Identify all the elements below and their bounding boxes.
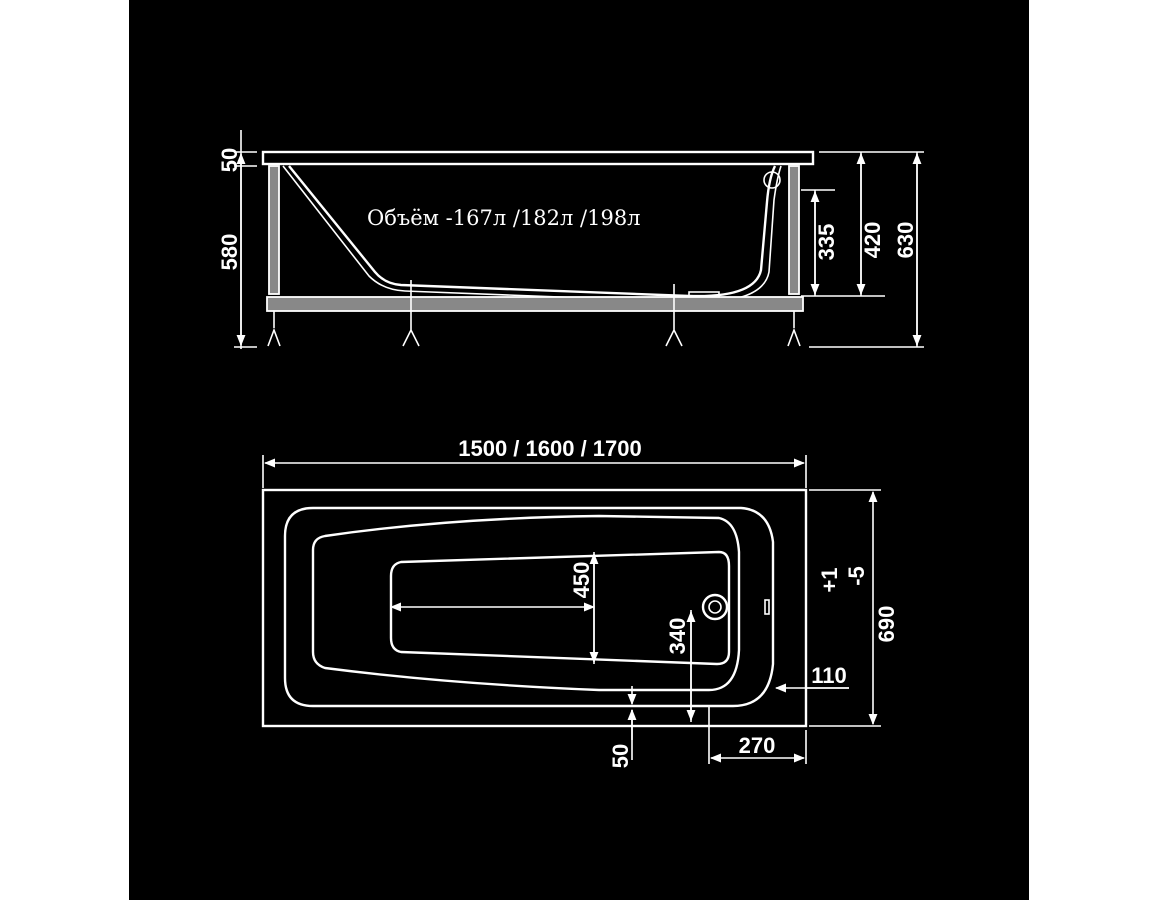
dim-width-tol-minus: -5	[844, 566, 869, 586]
drawing-panel: Объём -167л /182л /198л 50 580 335 420 6…	[129, 0, 1029, 900]
dim-drain-340: 340	[665, 618, 690, 655]
dim-rim-50: 50	[217, 148, 242, 172]
frame-leg-left	[268, 165, 280, 295]
top-view: 1500 / 1600 / 1700 690 +1 -5 450 340 110…	[261, 436, 899, 768]
dim-overflow-335: 335	[814, 224, 839, 261]
top-rim-outline	[261, 488, 808, 728]
top-bowl-outline	[311, 514, 741, 692]
dim-width-690: 690	[874, 606, 899, 643]
dim-bottom-420: 420	[860, 222, 885, 259]
top-bottom-area	[389, 550, 731, 666]
dim-drain-edge-110: 110	[811, 663, 847, 688]
dim-bottom-gap-50: 50	[608, 744, 633, 768]
dim-length: 1500 / 1600 / 1700	[458, 436, 642, 461]
dim-drain-x-270: 270	[739, 733, 776, 758]
dim-height-630: 630	[893, 222, 918, 259]
side-volume-label: Объём -167л /182л /198л	[367, 206, 641, 230]
frame-leg-right	[788, 165, 800, 295]
drain-circle	[701, 593, 729, 621]
tub-bowl	[288, 165, 777, 298]
bathtub-drawing: Объём -167л /182л /198л 50 580 335 420 6…	[217, 130, 924, 768]
dim-width-tol-plus: +1	[817, 567, 842, 592]
dim-seat-450: 450	[569, 562, 594, 599]
frame-bar	[266, 296, 804, 312]
dim-apron-580: 580	[217, 234, 242, 271]
top-inner-outline	[283, 506, 775, 708]
tub-rim	[261, 150, 815, 166]
side-view: Объём -167л /182л /198л 50 580 335 420 6…	[217, 130, 924, 349]
